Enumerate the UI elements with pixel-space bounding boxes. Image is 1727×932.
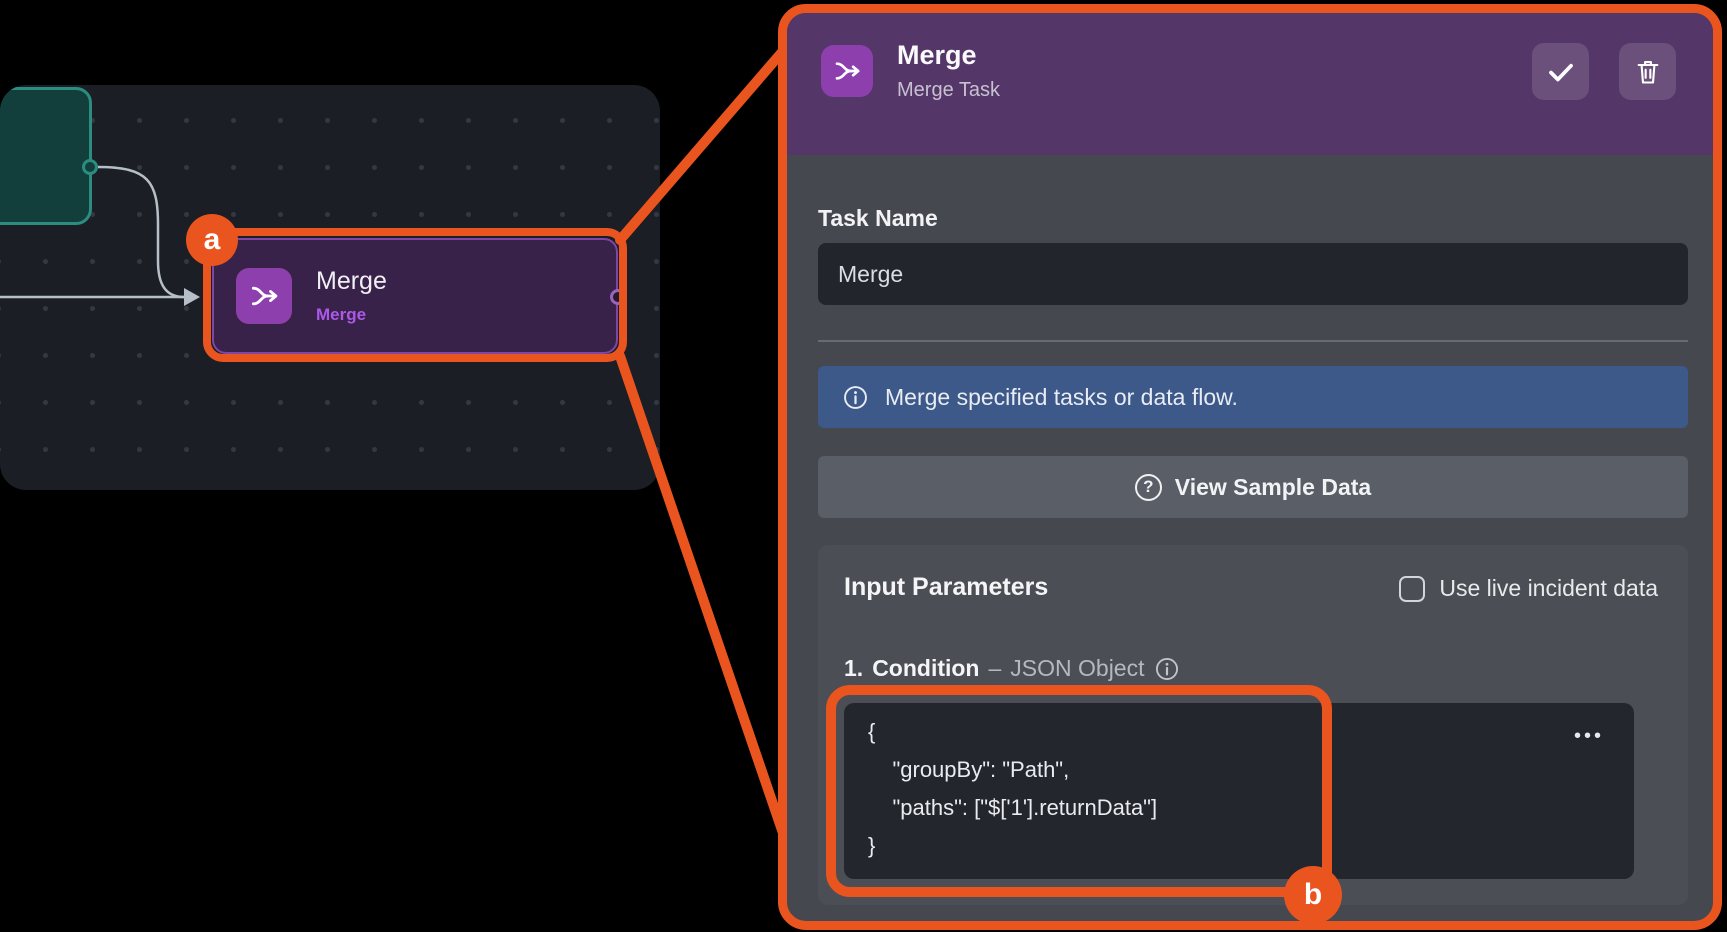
task-name-input[interactable] (818, 243, 1688, 305)
input-parameters-section: Input Parameters Use live incident data … (818, 545, 1688, 905)
task-config-panel: Merge Merge Task Task Name (778, 4, 1722, 930)
info-icon (842, 384, 869, 411)
live-incident-data-checkbox[interactable] (1399, 575, 1426, 602)
merge-icon (236, 268, 292, 324)
info-banner: Merge specified tasks or data flow. (818, 366, 1688, 428)
upstream-task-node[interactable] (0, 87, 92, 225)
more-options-button[interactable]: ••• (1573, 725, 1604, 747)
trash-icon (1634, 58, 1662, 86)
confirm-button[interactable] (1532, 43, 1589, 100)
magnifier-source-outline (203, 228, 627, 362)
task-name-label: Task Name (818, 205, 938, 231)
condition-type: JSON Object (1010, 655, 1145, 681)
condition-code: { "groupBy": "Path", "paths": ["$['1'].r… (868, 719, 1158, 858)
flow-edges (0, 165, 200, 306)
callout-b: b (1284, 866, 1342, 924)
live-incident-data-toggle[interactable]: Use live incident data (1399, 575, 1658, 602)
panel-subtitle: Merge Task (897, 79, 1001, 101)
merge-task-node[interactable]: Merge Merge (212, 238, 618, 354)
view-sample-data-button[interactable]: ? View Sample Data (818, 456, 1688, 518)
input-parameters-heading: Input Parameters (844, 573, 1049, 601)
view-sample-data-label: View Sample Data (1174, 473, 1372, 500)
flow-canvas[interactable]: Merge Merge (0, 85, 660, 490)
panel-title: Merge (897, 40, 977, 70)
question-icon: ? (1134, 473, 1162, 501)
node-subtitle: Merge (316, 305, 367, 324)
info-banner-text: Merge specified tasks or data flow. (885, 383, 1238, 410)
condition-index: 1. (844, 655, 864, 681)
condition-name: Condition (872, 655, 980, 681)
upstream-output-port[interactable] (82, 159, 98, 175)
merge-icon (821, 45, 873, 97)
node-title: Merge (316, 267, 387, 295)
divider (818, 340, 1688, 342)
condition-separator: – (988, 655, 1002, 681)
check-icon (1546, 57, 1576, 87)
panel-header: Merge Merge Task (787, 13, 1713, 155)
condition-code-editor[interactable]: { "groupBy": "Path", "paths": ["$['1'].r… (844, 703, 1634, 879)
live-incident-data-label: Use live incident data (1439, 575, 1658, 601)
condition-parameter-row: 1. Condition – JSON Object (844, 655, 1180, 682)
condition-info-icon[interactable] (1154, 656, 1180, 682)
delete-button[interactable] (1619, 43, 1676, 100)
callout-a: a (186, 214, 238, 266)
